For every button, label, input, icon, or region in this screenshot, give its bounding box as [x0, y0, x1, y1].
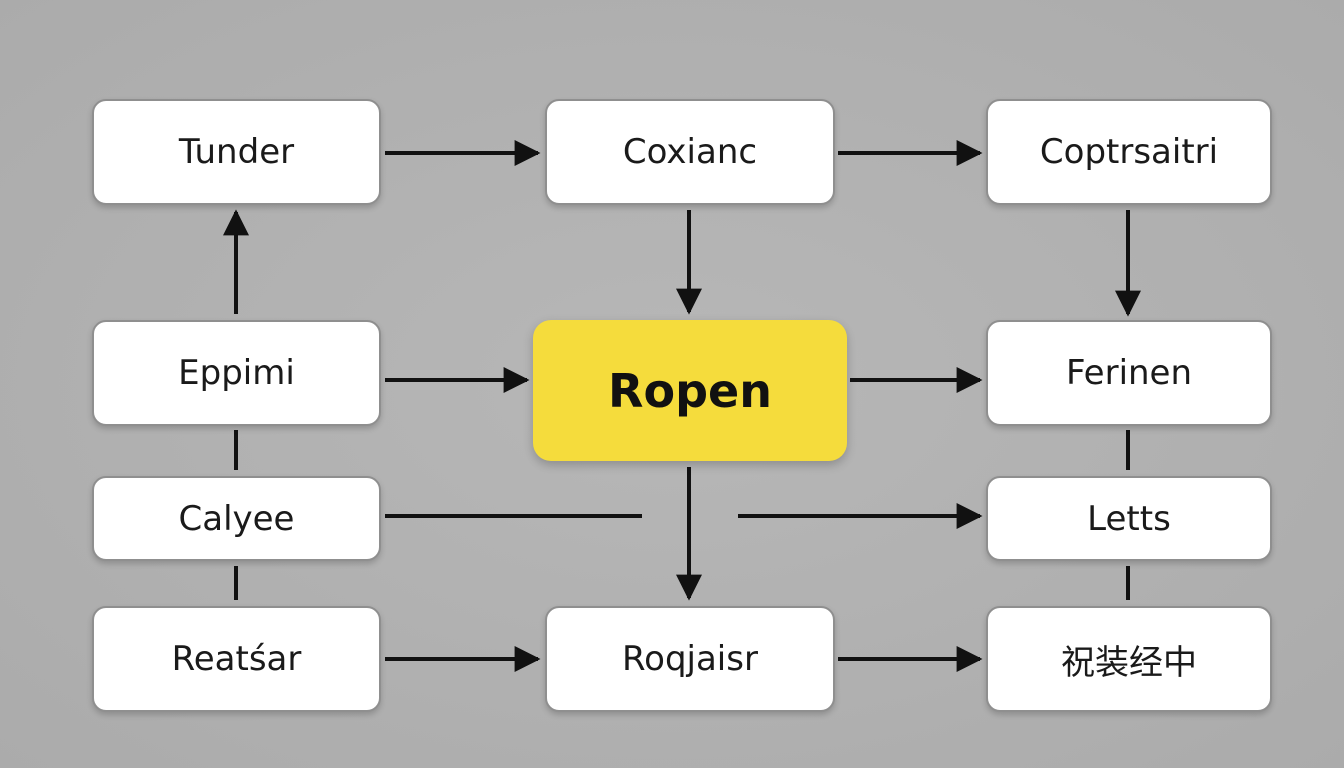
node-eppimi: Eppimi [92, 320, 381, 426]
node-ropen-highlight: Ropen [533, 320, 847, 461]
node-calyee: Calyee [92, 476, 381, 561]
node-ferinen: Ferinen [986, 320, 1272, 426]
node-letts: Letts [986, 476, 1272, 561]
node-cjk: 祝装经中 [986, 606, 1272, 712]
node-reatsar: Reatśar [92, 606, 381, 712]
node-tunder: Tunder [92, 99, 381, 205]
node-coxianc: Coxianc [545, 99, 835, 205]
node-roqjaisr: Roqjaisr [545, 606, 835, 712]
node-coptrsaitri: Coptrsaitri [986, 99, 1272, 205]
